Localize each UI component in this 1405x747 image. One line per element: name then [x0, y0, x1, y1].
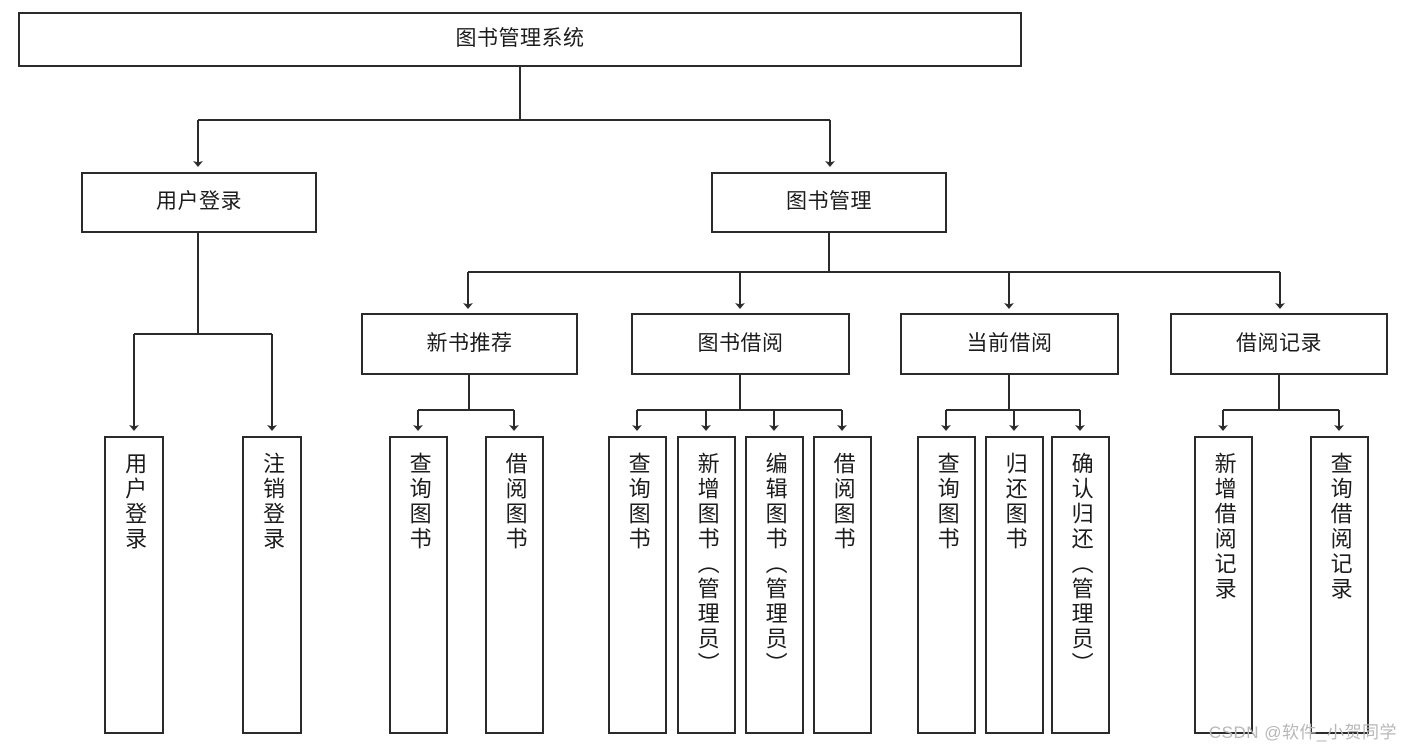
leaf-new-book-recommend-0[interactable]: 查询图书 — [389, 436, 448, 734]
leaf-book-borrow-1-label: 新增图书（管理员） — [694, 452, 720, 677]
leaf-current-borrow-0[interactable]: 查询图书 — [917, 436, 976, 734]
leaf-user-login-1[interactable]: 注销登录 — [242, 436, 302, 734]
leaf-current-borrow-2-label: 确认归还（管理员） — [1068, 452, 1094, 677]
node-root[interactable]: 图书管理系统 — [18, 12, 1022, 67]
node-book-borrow[interactable]: 图书借阅 — [631, 313, 850, 375]
node-root-label: 图书管理系统 — [455, 27, 585, 51]
leaf-borrow-record-0[interactable]: 新增借阅记录 — [1194, 436, 1253, 734]
leaf-book-borrow-0-label: 查询图书 — [625, 452, 651, 552]
leaf-book-borrow-1[interactable]: 新增图书（管理员） — [677, 436, 736, 734]
node-book-management[interactable]: 图书管理 — [711, 172, 947, 233]
leaf-current-borrow-1-label: 归还图书 — [1002, 452, 1028, 552]
leaf-book-borrow-2[interactable]: 编辑图书（管理员） — [745, 436, 804, 734]
node-user-login[interactable]: 用户登录 — [81, 172, 317, 233]
watermark: CSDN @软件_小贺同学 — [1208, 723, 1397, 742]
leaf-new-book-recommend-0-label: 查询图书 — [406, 452, 432, 552]
leaf-borrow-record-1[interactable]: 查询借阅记录 — [1310, 436, 1369, 734]
node-borrow-record[interactable]: 借阅记录 — [1170, 313, 1388, 375]
node-user-login-label: 用户登录 — [156, 190, 242, 214]
node-current-borrow[interactable]: 当前借阅 — [900, 313, 1119, 375]
node-current-borrow-label: 当前借阅 — [966, 331, 1053, 355]
leaf-user-login-0-label: 用户登录 — [122, 452, 148, 552]
leaf-book-borrow-3[interactable]: 借阅图书 — [813, 436, 872, 734]
leaf-user-login-0[interactable]: 用户登录 — [104, 436, 164, 734]
node-book-management-label: 图书管理 — [786, 190, 872, 214]
leaf-current-borrow-1[interactable]: 归还图书 — [985, 436, 1044, 734]
leaf-borrow-record-0-label: 新增借阅记录 — [1211, 452, 1237, 602]
leaf-new-book-recommend-1[interactable]: 借阅图书 — [485, 436, 544, 734]
node-new-book-recommend[interactable]: 新书推荐 — [361, 313, 578, 375]
leaf-book-borrow-0[interactable]: 查询图书 — [608, 436, 667, 734]
leaf-user-login-1-label: 注销登录 — [260, 452, 286, 552]
leaf-book-borrow-3-label: 借阅图书 — [830, 452, 856, 552]
node-book-borrow-label: 图书借阅 — [697, 331, 784, 355]
node-new-book-recommend-label: 新书推荐 — [426, 331, 513, 355]
node-borrow-record-label: 借阅记录 — [1236, 331, 1322, 355]
leaf-current-borrow-2[interactable]: 确认归还（管理员） — [1051, 436, 1110, 734]
leaf-borrow-record-1-label: 查询借阅记录 — [1327, 452, 1353, 602]
leaf-current-borrow-0-label: 查询图书 — [934, 452, 960, 552]
leaf-book-borrow-2-label: 编辑图书（管理员） — [762, 452, 788, 677]
leaf-new-book-recommend-1-label: 借阅图书 — [502, 452, 528, 552]
